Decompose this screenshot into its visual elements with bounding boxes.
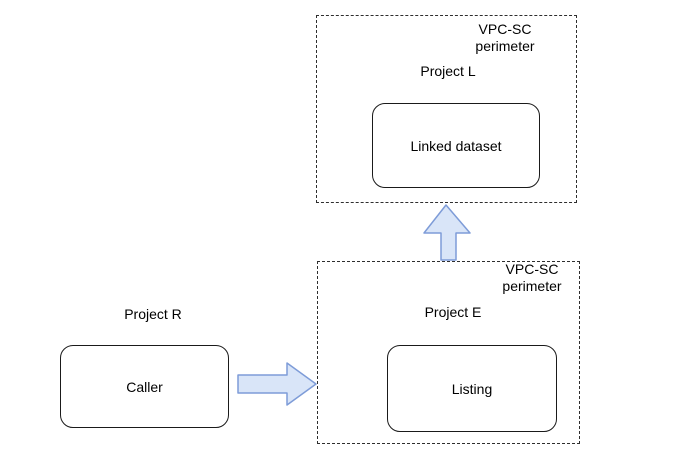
bottom-perimeter-label: VPC-SC perimeter xyxy=(502,261,561,295)
caller-node-label: Caller xyxy=(126,378,163,395)
listing-node-label: Listing xyxy=(451,380,493,397)
project-r-label: Project R xyxy=(124,306,182,322)
project-e-label: Project E xyxy=(424,304,482,320)
bottom-perimeter-box xyxy=(317,261,580,444)
right-arrow-shape xyxy=(237,362,317,406)
up-arrow-icon xyxy=(423,204,471,261)
top-perimeter-label: VPC-SC perimeter xyxy=(475,21,534,55)
linked-dataset-node-label: Linked dataset xyxy=(410,137,502,154)
listing-node: Listing xyxy=(387,345,557,432)
top-perimeter-label-line1: VPC-SC xyxy=(478,21,532,37)
project-l-label: Project L xyxy=(420,63,476,79)
top-perimeter-box xyxy=(316,15,577,203)
right-arrow-icon xyxy=(237,362,317,406)
linked-dataset-node: Linked dataset xyxy=(372,103,540,188)
top-perimeter-label-line2: perimeter xyxy=(475,38,535,54)
bottom-perimeter-label-line1: VPC-SC xyxy=(505,261,559,277)
caller-node: Caller xyxy=(60,345,229,428)
up-arrow-shape xyxy=(423,204,471,261)
bottom-perimeter-label-line2: perimeter xyxy=(502,278,562,294)
